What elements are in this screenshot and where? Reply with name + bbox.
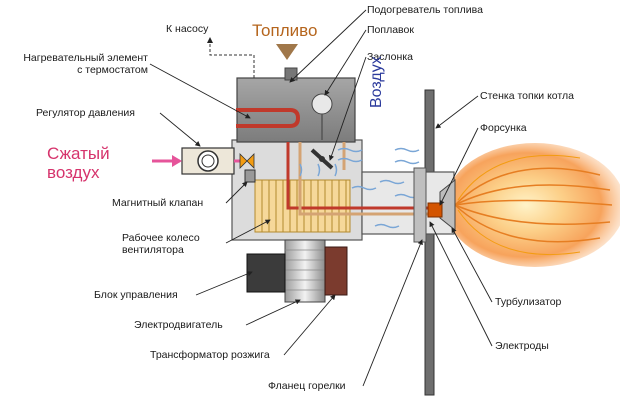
solenoid-valve-body — [244, 169, 256, 183]
label-compressed-air: Сжатый воздух — [47, 144, 110, 182]
fan-wheel — [254, 179, 351, 233]
label-burner-flange: Фланец горелки — [268, 380, 346, 392]
control-unit — [246, 253, 286, 293]
fuel-heater-tank — [236, 67, 356, 143]
label-fan-wheel: Рабочее колесо вентилятора — [122, 232, 200, 256]
flame — [445, 143, 620, 267]
label-turbulator: Турбулизатор — [495, 296, 562, 308]
label-heating-element: Нагревательный элемент с термостатом — [12, 52, 148, 76]
pressure-regulator — [181, 147, 255, 175]
label-electrodes: Электроды — [495, 340, 549, 352]
electric-motor — [284, 239, 326, 303]
ignition-transformer — [324, 246, 348, 296]
label-compressed-air-line2: воздух — [47, 163, 100, 182]
to-pump-arrow — [207, 37, 255, 78]
leader-lines — [149, 9, 493, 387]
heating-element — [236, 108, 301, 128]
label-compressed-air-line1: Сжатый — [47, 144, 110, 163]
label-heating-element-line2: с термостатом — [77, 64, 148, 76]
label-float: Поплавок — [367, 24, 414, 36]
label-nozzle: Форсунка — [480, 122, 527, 134]
label-control-unit: Блок управления — [94, 289, 178, 301]
label-heating-element-line1: Нагревательный элемент — [23, 52, 148, 64]
label-solenoid-valve: Магнитный клапан — [112, 197, 204, 209]
label-fuel: Топливо — [252, 21, 318, 40]
label-boiler-wall: Стенка топки котла — [480, 90, 574, 102]
label-electric-motor: Электродвигатель — [134, 319, 223, 331]
label-to-pump: К насосу — [166, 23, 209, 35]
burner-flange — [413, 167, 427, 243]
label-damper: Заслонка — [367, 51, 413, 63]
float — [311, 93, 333, 115]
label-pressure-regulator: Регулятор давления — [36, 107, 135, 119]
nozzle — [427, 202, 443, 218]
damper — [310, 148, 334, 170]
label-fuel-heater: Подогреватель топлива — [367, 4, 483, 16]
fuel-funnel — [276, 44, 298, 60]
label-fan-wheel-line2: вентилятора — [122, 244, 184, 256]
label-air: Воздух — [368, 56, 385, 108]
fuel-line — [286, 142, 432, 216]
label-ignition-transformer: Трансформатор розжига — [150, 349, 270, 361]
label-fan-wheel-line1: Рабочее колесо — [122, 232, 200, 244]
